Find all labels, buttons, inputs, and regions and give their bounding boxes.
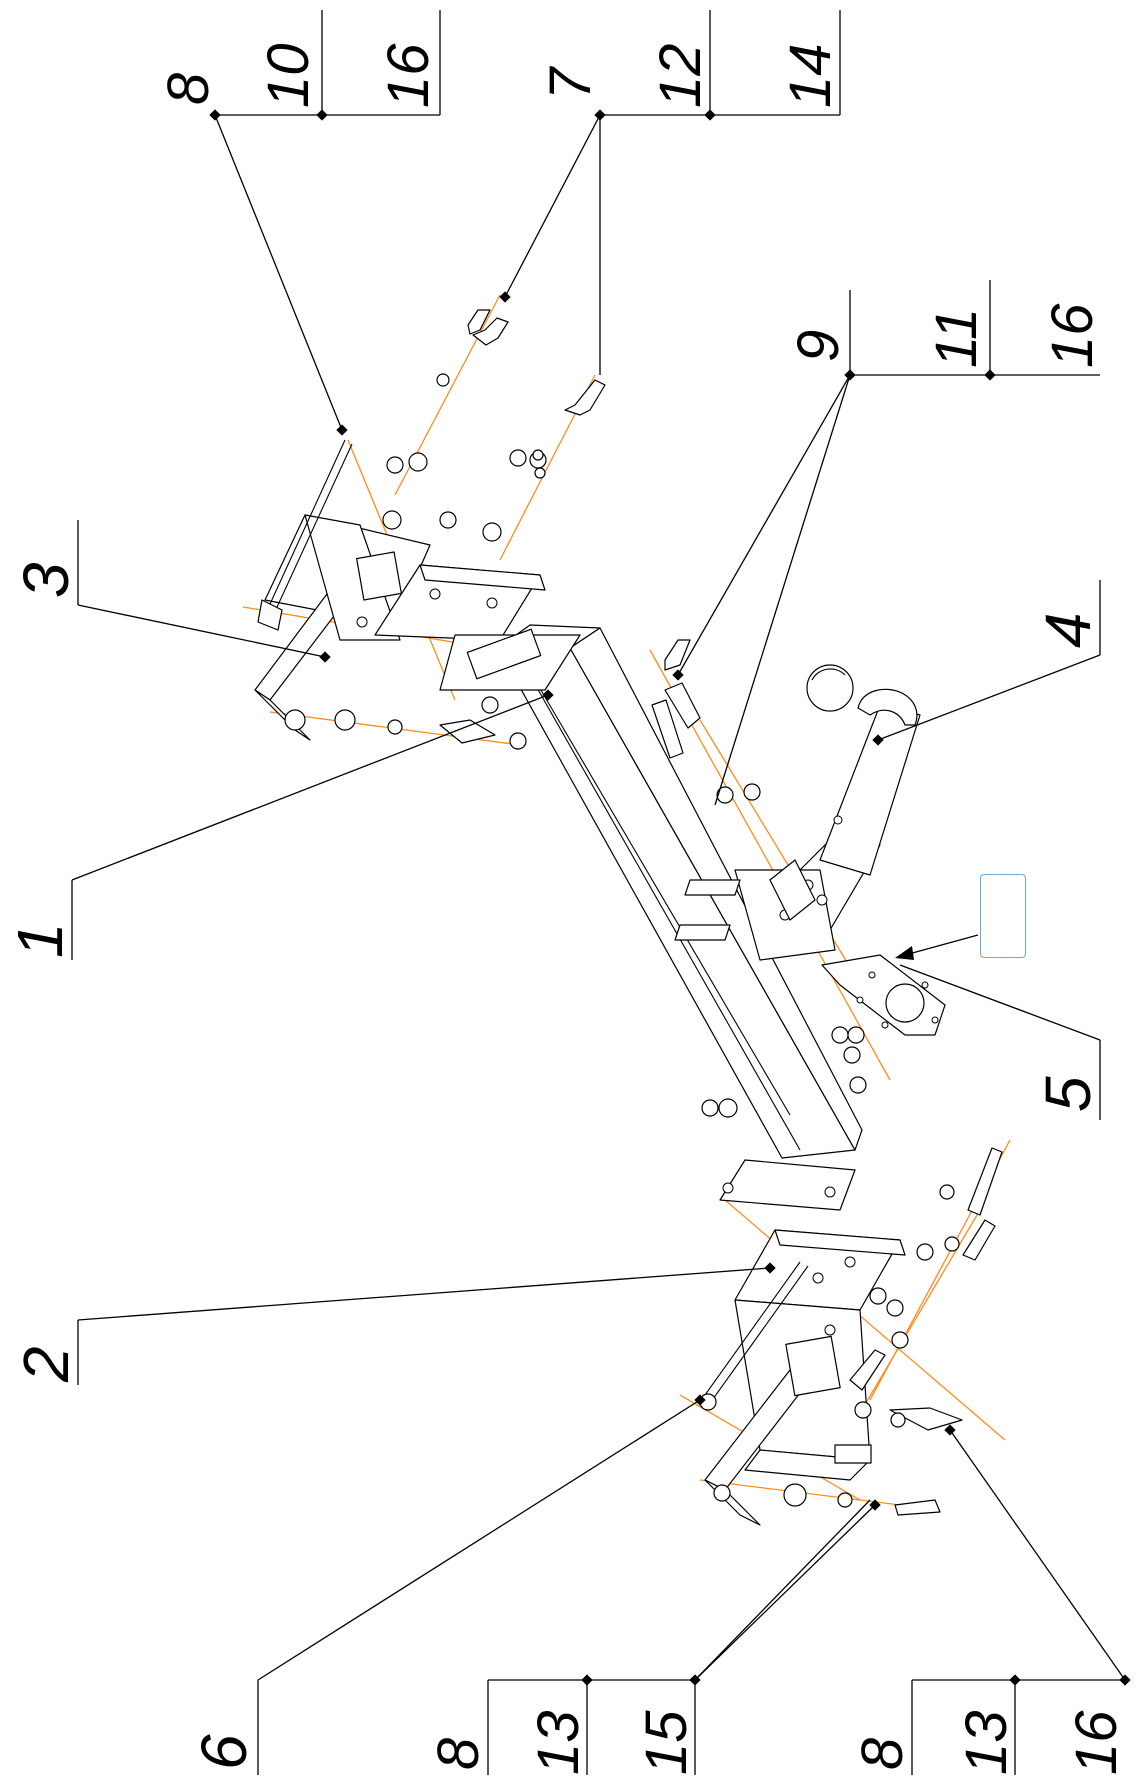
callout-tl-3: 16 <box>376 43 441 108</box>
part-label-4: 4 <box>1032 612 1104 648</box>
callout-br-1: 8 <box>850 1738 915 1770</box>
callout-top-left: 8 10 16 <box>156 43 441 108</box>
part-label-6: 6 <box>188 1734 260 1770</box>
note-box[interactable] <box>980 874 1026 958</box>
callout-bl-2: 13 <box>526 1710 591 1775</box>
callout-tm-2: 12 <box>648 43 713 108</box>
callout-br-3: 16 <box>1064 1710 1129 1775</box>
callout-bottom-left: 8 13 15 <box>426 1710 699 1775</box>
socket-plate <box>821 954 946 1036</box>
right-bracket <box>699 1159 906 1526</box>
callout-bl-3: 15 <box>634 1710 699 1775</box>
callout-bottom-right: 8 13 16 <box>850 1710 1129 1775</box>
callout-ru-1: 9 <box>786 330 851 362</box>
callout-tl-2: 10 <box>256 43 321 108</box>
callout-br-2: 13 <box>954 1710 1019 1775</box>
part-labels: 3 1 2 6 4 5 <box>4 562 1104 1770</box>
part-label-2: 2 <box>10 1346 82 1383</box>
leader-lines <box>71 10 1126 1775</box>
part-label-5: 5 <box>1032 1076 1104 1112</box>
part-label-1: 1 <box>4 922 76 958</box>
callout-bl-1: 8 <box>426 1738 491 1770</box>
bolts <box>439 309 1003 1516</box>
part-label-3: 3 <box>10 562 82 598</box>
tow-ball-mount <box>674 664 921 961</box>
axis-lines <box>242 294 1011 1511</box>
callout-tl-1: 8 <box>156 73 221 105</box>
leader-dots <box>209 109 1131 1686</box>
nuts-washers <box>284 373 960 1508</box>
callout-tm-1: 7 <box>538 65 603 100</box>
callout-ru-3: 16 <box>1040 303 1105 368</box>
callout-tm-3: 14 <box>778 43 843 108</box>
callout-top-mid: 7 12 14 <box>538 43 843 108</box>
callout-right-upper: 9 11 16 <box>786 303 1105 368</box>
callout-ru-2: 11 <box>924 308 989 368</box>
